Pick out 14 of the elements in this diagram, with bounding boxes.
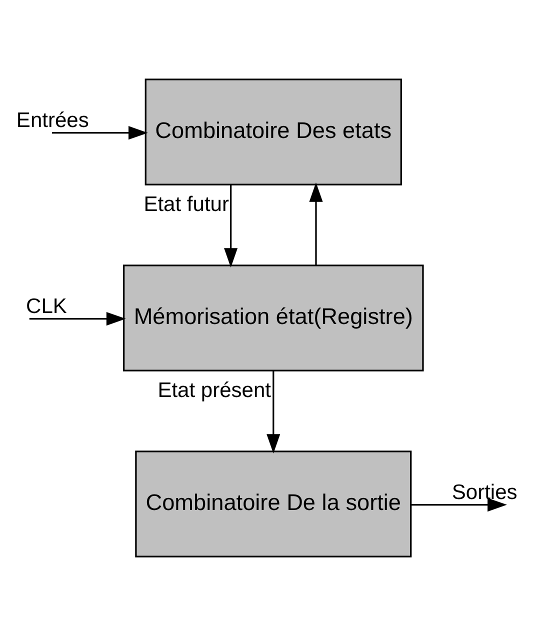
node-box: Combinatoire De la sortie <box>135 450 412 558</box>
node-box: Mémorisation état(Registre) <box>123 264 424 372</box>
arrow <box>411 498 507 512</box>
node-box: Combinatoire Des etats <box>144 78 402 186</box>
arrow <box>52 126 148 140</box>
edge-label: CLK <box>26 294 67 318</box>
arrow <box>224 184 238 268</box>
arrow <box>309 182 323 266</box>
edge-label: Etat futur <box>144 193 229 216</box>
arrow <box>266 370 280 454</box>
edge-label: Etat présent <box>158 379 272 402</box>
edge-label: Sorties <box>452 480 518 504</box>
arrow <box>29 312 126 326</box>
edge-label: Entrées <box>16 109 89 132</box>
